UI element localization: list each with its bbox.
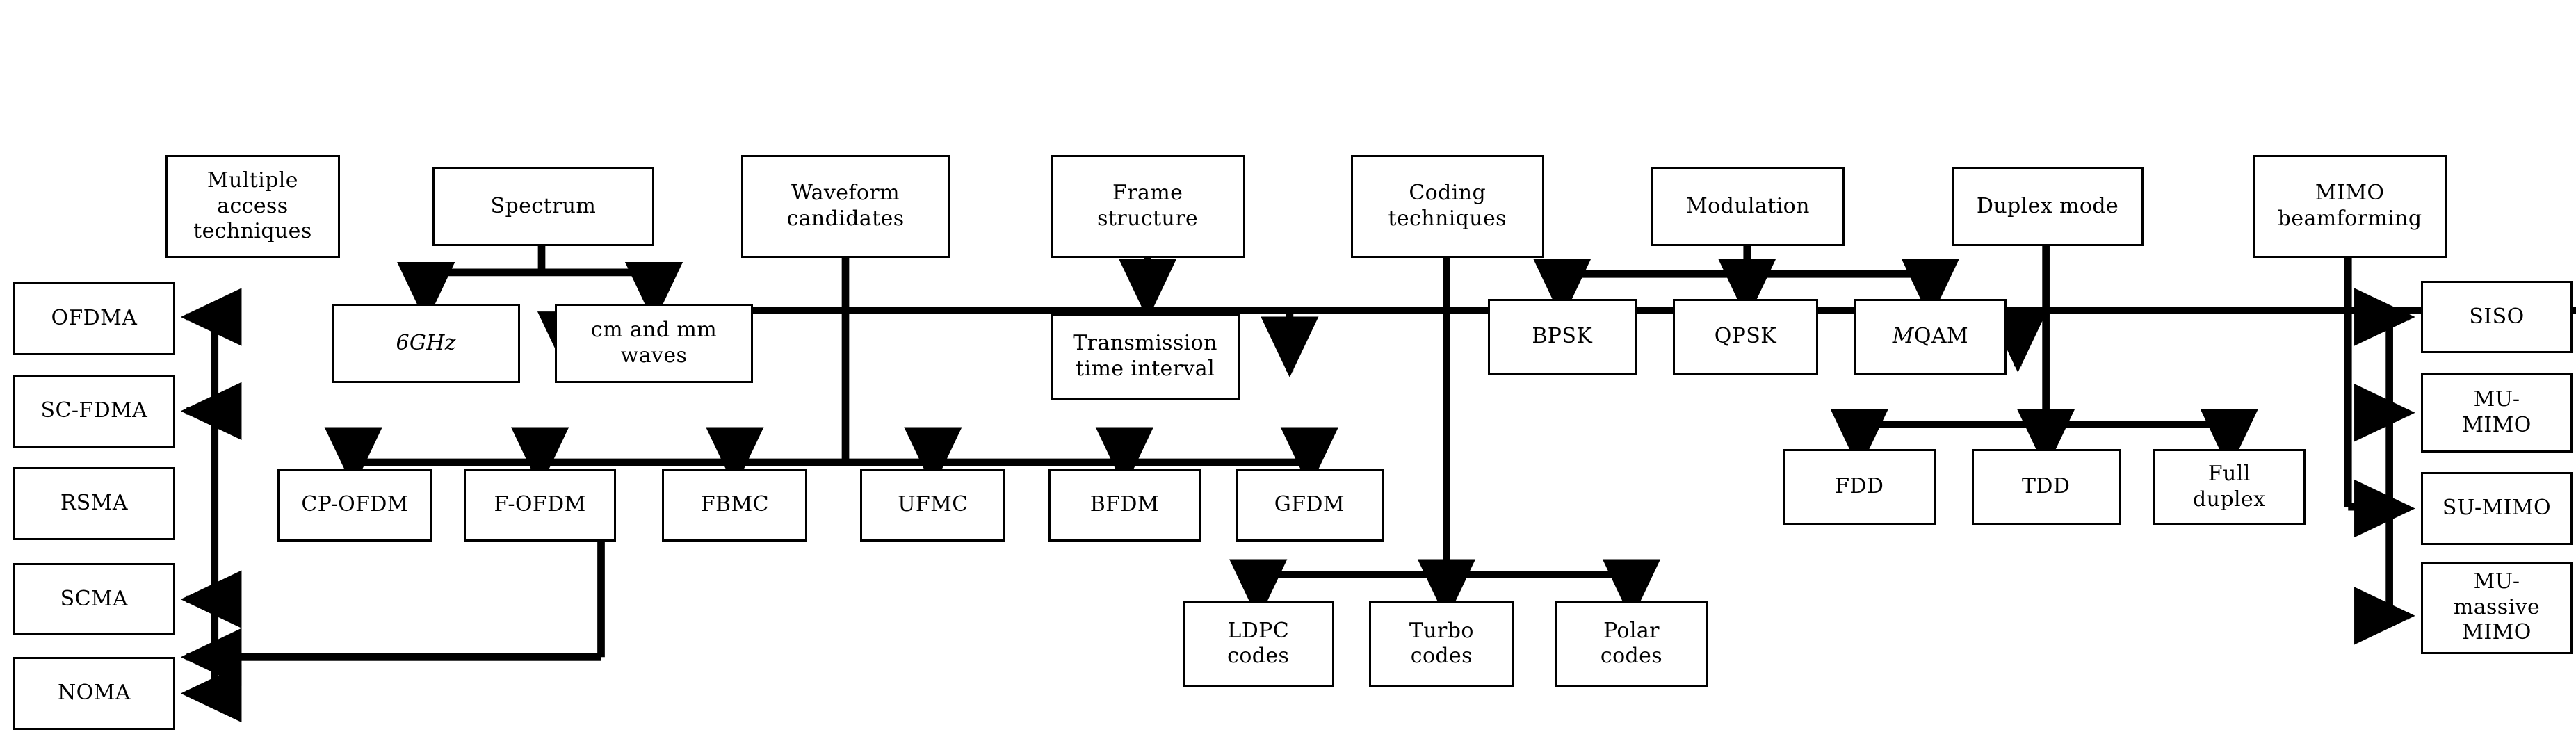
node-turbo-codes[interactable]: Turbo codes [1368, 601, 1514, 687]
node-noma[interactable]: NOMA [13, 657, 175, 730]
node-fdd[interactable]: FDD [1783, 449, 1936, 526]
node-cp-ofdm[interactable]: CP-OFDM [277, 469, 433, 542]
node-su-mimo[interactable]: SU-MIMO [2420, 472, 2573, 545]
mqam-label: MQAM [1892, 324, 1969, 349]
node-fbmc[interactable]: FBMC [662, 469, 808, 542]
node-bpsk[interactable]: BPSK [1487, 298, 1637, 375]
mqam-suffix: QAM [1913, 324, 1969, 349]
node-duplex-mode[interactable]: Duplex mode [1952, 166, 2144, 246]
node-multiple-access-techniques[interactable]: Multiple access techniques [165, 155, 341, 258]
node-frame-structure[interactable]: Frame structure [1050, 155, 1245, 258]
node-full-duplex[interactable]: Full duplex [2153, 449, 2306, 526]
node-siso[interactable]: SISO [2420, 280, 2573, 354]
node-gfdm[interactable]: GFDM [1235, 469, 1384, 542]
node-ofdma[interactable]: OFDMA [13, 282, 175, 355]
node-mimo-beamforming[interactable]: MIMO beamforming [2252, 155, 2447, 258]
node-modulation[interactable]: Modulation [1651, 166, 1845, 246]
node-waveform-candidates[interactable]: Waveform candidates [741, 155, 950, 258]
node-mu-massive-mimo[interactable]: MU- massive MIMO [2420, 561, 2573, 654]
node-transmission-time-interval[interactable]: Transmission time interval [1050, 314, 1240, 400]
node-sc-fdma[interactable]: SC-FDMA [13, 375, 175, 448]
node-scma[interactable]: SCMA [13, 562, 175, 636]
node-spectrum[interactable]: Spectrum [432, 166, 654, 246]
node-cm-and-mm-waves[interactable]: cm and mm waves [555, 304, 753, 383]
node-ufmc[interactable]: UFMC [860, 469, 1006, 542]
node-polar-codes[interactable]: Polar codes [1555, 601, 1708, 687]
node-mu-mimo[interactable]: MU- MIMO [2420, 373, 2573, 453]
node-6ghz[interactable]: 6GHz [332, 304, 521, 383]
node-mqam[interactable]: MQAM [1854, 298, 2007, 375]
node-f-ofdm[interactable]: F-OFDM [464, 469, 616, 542]
node-coding-techniques[interactable]: Coding techniques [1350, 155, 1544, 258]
node-rsma[interactable]: RSMA [13, 467, 175, 540]
node-bfdm[interactable]: BFDM [1048, 469, 1201, 542]
node-tdd[interactable]: TDD [1971, 449, 2121, 526]
node-ldpc-codes[interactable]: LDPC codes [1182, 601, 1334, 687]
node-qpsk[interactable]: QPSK [1672, 298, 1818, 375]
